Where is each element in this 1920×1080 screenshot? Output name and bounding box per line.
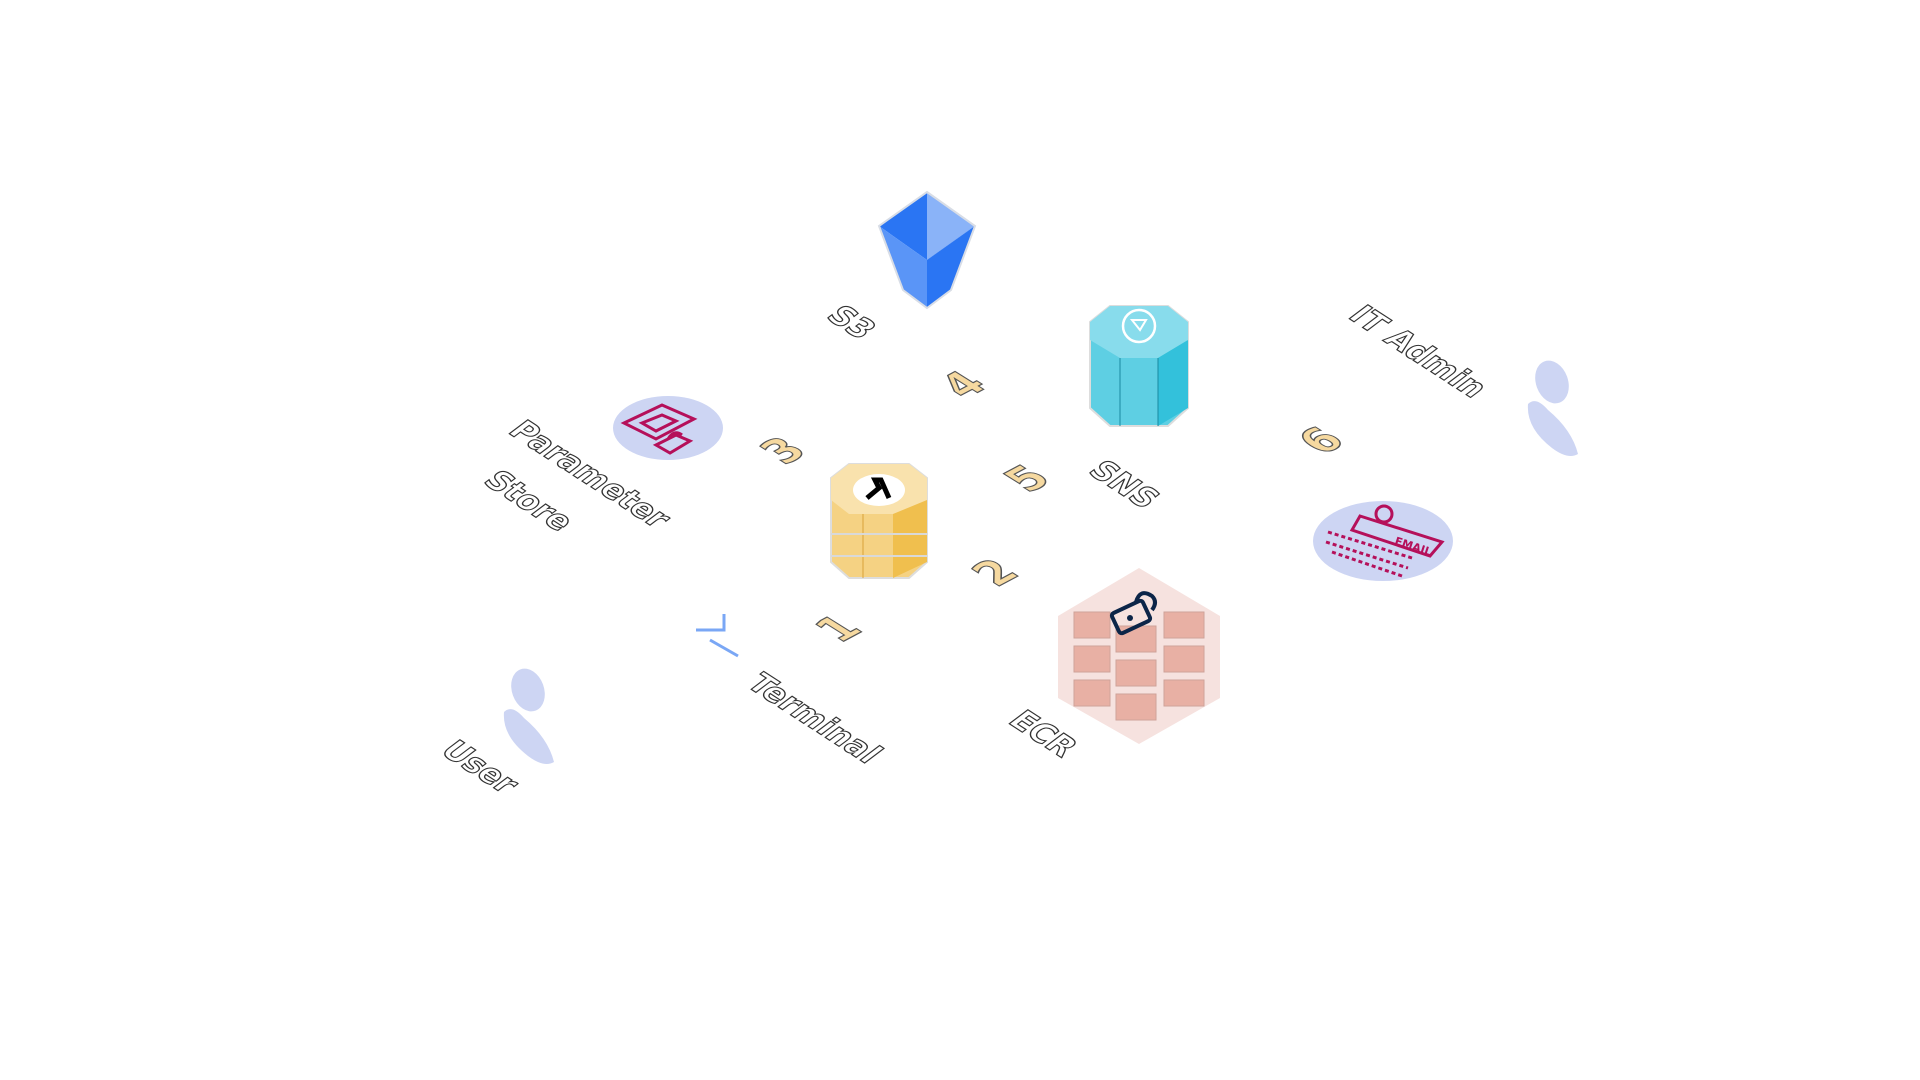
- parameter-store-icon[interactable]: [612, 395, 724, 461]
- lambda-icon[interactable]: [829, 462, 929, 580]
- step-2: 2: [961, 552, 1032, 594]
- step-4: 4: [929, 364, 1000, 406]
- it-admin-user-icon[interactable]: [1518, 358, 1588, 458]
- step-3: 3: [749, 430, 820, 472]
- user-icon[interactable]: [494, 666, 564, 766]
- sns-topic-icon[interactable]: [1088, 304, 1190, 428]
- sns-label: SNS: [1080, 454, 1168, 515]
- email-icon[interactable]: EMAIL: [1312, 500, 1454, 582]
- it-admin-label: IT Admin: [1340, 299, 1496, 404]
- step-6: 6: [1287, 420, 1358, 462]
- step-1: 1: [804, 608, 875, 650]
- s3-label: S3: [818, 299, 885, 346]
- terminal-icon[interactable]: [694, 612, 744, 662]
- step-5: 5: [993, 458, 1064, 500]
- ecr-registry-icon[interactable]: [1056, 566, 1222, 746]
- s3-bucket-icon[interactable]: [875, 190, 979, 310]
- terminal-label: Terminal: [738, 667, 891, 770]
